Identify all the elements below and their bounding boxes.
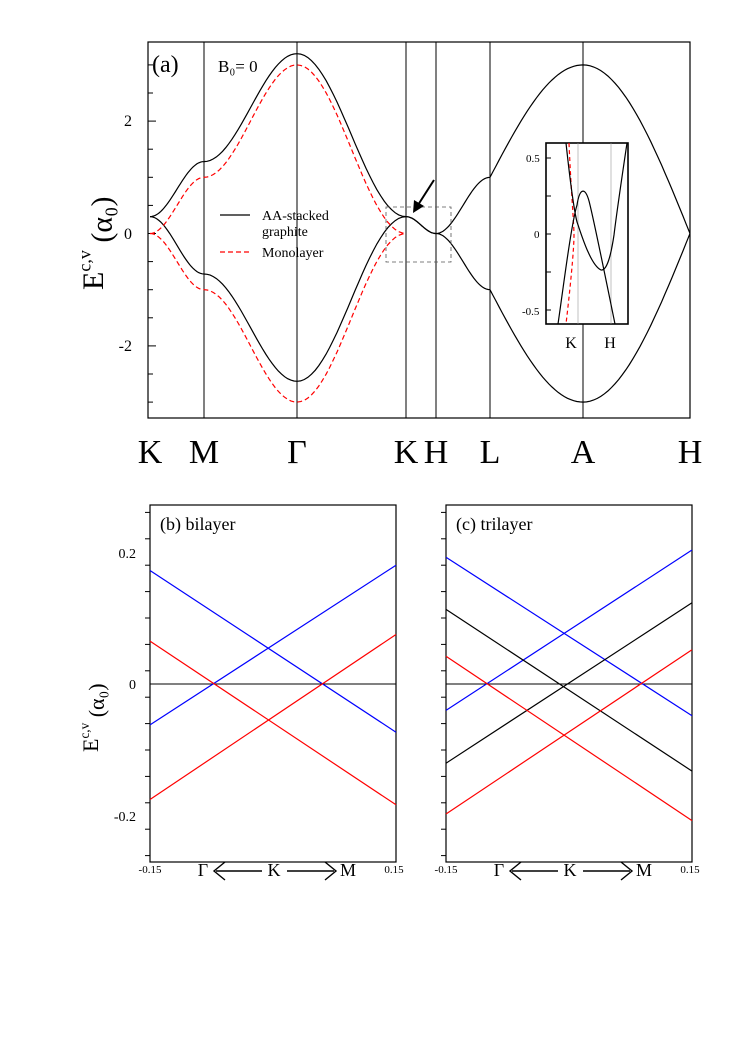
panel-c-xtick-right: 0.15 [680,864,700,876]
panel-b-right-arrow [287,861,338,881]
band-line [149,569,397,733]
inset-ytick-label: 0.5 [526,153,540,165]
field-annotation: B₀= 0 [218,57,258,76]
band-line [445,649,693,815]
panel-a-frame [147,41,691,419]
band-line [149,564,397,726]
high-symmetry-lines [203,42,584,418]
panel-b-ytick-label: -0.2 [114,810,136,825]
xtick-label-K: K [394,434,419,471]
xtick-label-Γ: Γ [287,434,307,471]
band-line [445,608,693,772]
inset-ytick-label: 0 [534,229,540,241]
xtick-label-K: K [138,434,163,471]
xtick-label-H: H [424,434,449,471]
monolayer-valence-band [149,232,407,403]
panel-c-xtick-left: -0.15 [435,864,458,876]
zoom-region-box [385,206,452,263]
panel-b-path-gamma: Γ [198,860,208,880]
panel-c-bands [445,549,693,822]
panel-a-label: (a) [152,52,179,78]
inset-yticks [546,157,551,311]
panel-a-yticks [148,64,156,403]
panel-a-ytick-label: -2 [119,338,132,355]
inset: 0.5 0 -0.5 K H [522,142,629,352]
panel-a-ylabel: Ec,v (α₀) [74,197,118,291]
panel-b-ylabel: Ec,v (α₀) [77,683,109,752]
inset-xlabel-k: K [565,335,577,352]
panel-c-path-m: M [636,860,652,880]
inset-frame [545,142,629,325]
band-line [149,634,397,800]
inset-graphite-band-1 [565,142,628,271]
panel-c-path-k: K [564,860,577,880]
inset-ytick-label: -0.5 [522,306,540,318]
panel-c-yticks [441,511,446,857]
xtick-label-M: M [189,434,219,471]
legend-monolayer-label: Monolayer [262,246,324,261]
band-line [445,602,693,764]
panel-b: (b) bilayer 0.2 0 -0.2 Ec,v (α₀) -0.15 0… [77,504,404,881]
panel-b-left-arrow [212,861,262,881]
panel-c-path-gamma: Γ [494,860,504,880]
panel-b-xtick-right: 0.15 [384,864,404,876]
panel-b-ytick-label: 0 [129,678,136,693]
graphite-valence-band [149,215,691,403]
xtick-label-L: L [480,434,501,471]
inset-graphite-band-2 [557,190,616,325]
pointer-arrow [417,179,435,206]
band-line [445,556,693,717]
panel-b-bands [149,564,397,806]
panel-c-label: (c) trilayer [456,514,532,535]
panel-b-xtick-left: -0.15 [139,864,162,876]
band-line [445,655,693,822]
legend-graphite-label-2: graphite [262,225,308,240]
xtick-label-H: H [678,434,703,471]
legend-graphite-label-1: AA-stacked [262,209,329,224]
panel-b-path-k: K [268,860,281,880]
pointer-arrowhead [413,200,424,213]
panel-b-yticks [145,511,150,857]
panel-b-ytick-label: 0.2 [119,547,137,562]
panel-b-path-m: M [340,860,356,880]
xtick-label-A: A [571,434,596,471]
panel-c: (c) trilayer -0.15 0.15 Γ K M [435,504,700,881]
panel-c-left-arrow [508,861,558,881]
panel-b-label: (b) bilayer [160,514,235,535]
inset-xlabel-h: H [604,335,616,352]
band-line [149,640,397,806]
monolayer-conduction-band [149,64,407,235]
panel-a-ytick-label: 0 [124,226,132,243]
band-line [445,549,693,711]
panel-a-ytick-label: 2 [124,113,132,130]
panel-c-right-arrow [583,861,634,881]
